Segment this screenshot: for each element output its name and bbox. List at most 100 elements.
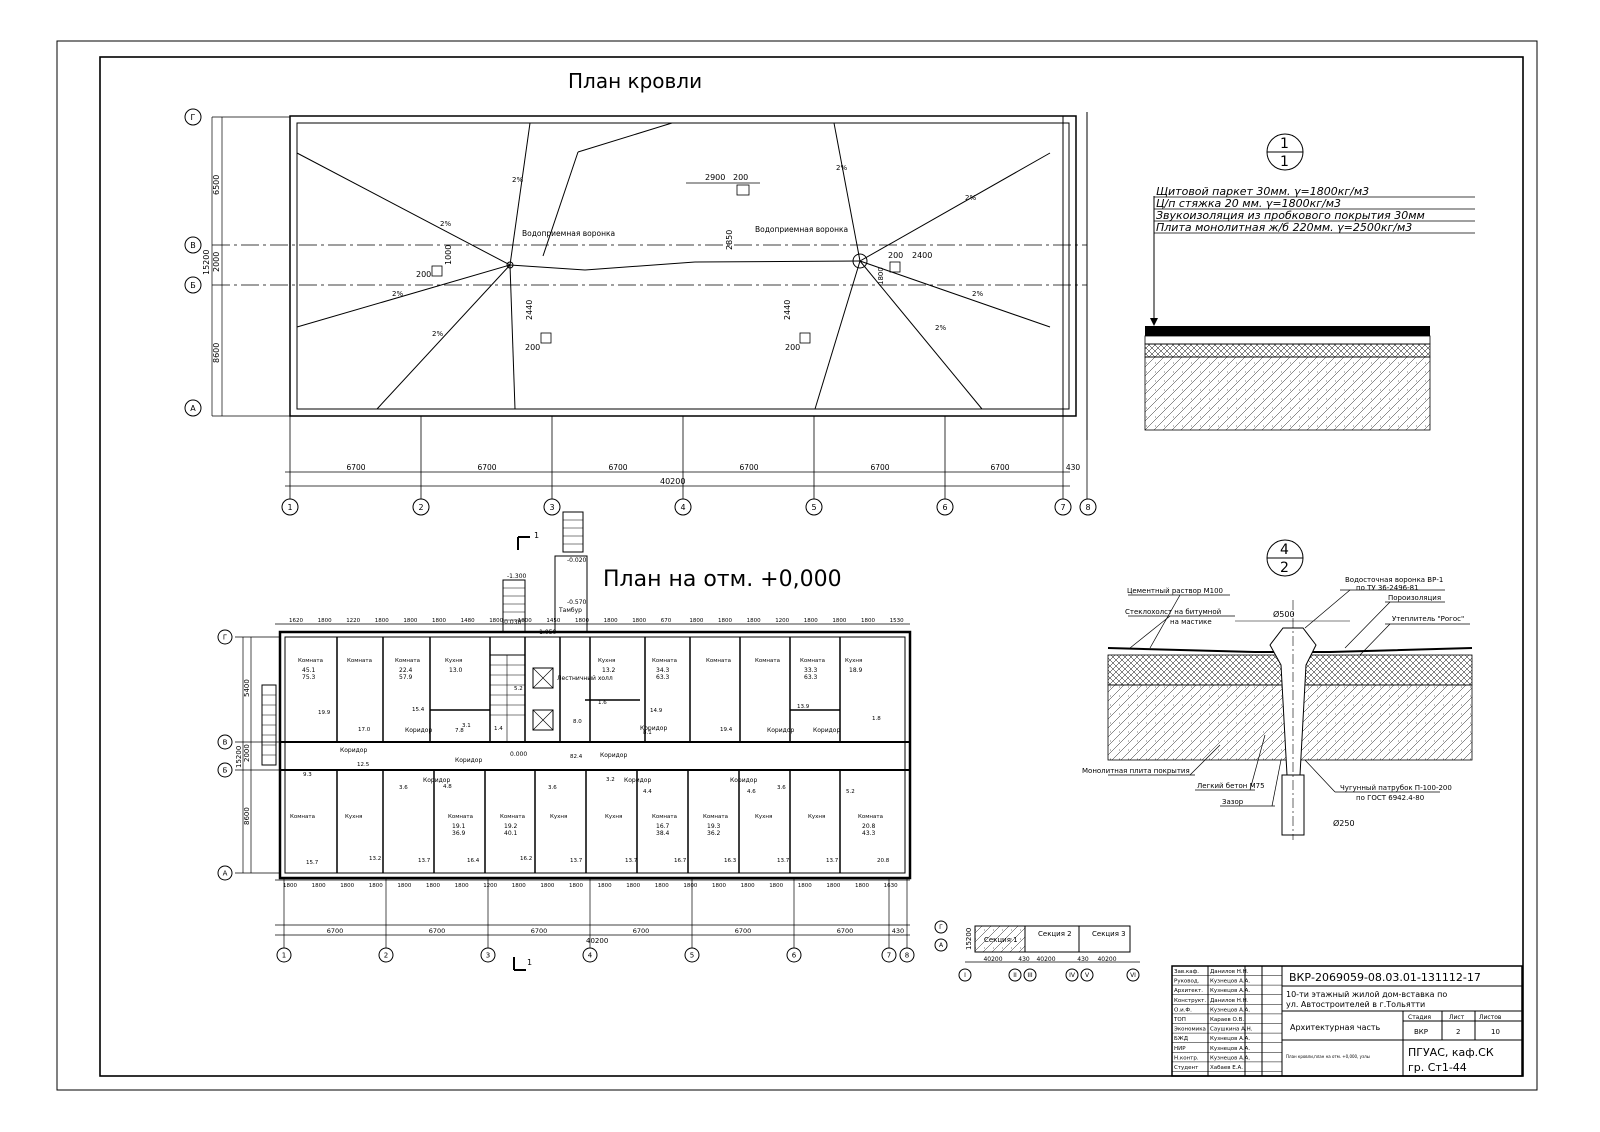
room-area: 34.3 <box>656 667 670 674</box>
svg-text:Коридор: Коридор <box>813 727 840 734</box>
svg-text:6500: 6500 <box>212 175 221 195</box>
svg-text:Коридор: Коридор <box>624 777 651 784</box>
floor-top-dim-15: 1800 <box>689 618 703 624</box>
room-name: Комната <box>800 658 825 664</box>
room-rooms-top-2: Комната <box>347 658 372 664</box>
area-value-24: 13.7 <box>570 858 583 864</box>
floor-col-axis-6: 6 <box>786 947 802 963</box>
roof-small-dims: 2900 200 2850 1000 200 2440 200 2440 200… <box>416 173 932 352</box>
svg-text:1: 1 <box>1280 154 1289 170</box>
room-name: Комната <box>703 814 728 820</box>
floor-bottom-dim-19: 1800 <box>798 883 812 889</box>
floor-row-axis-2: В <box>217 734 233 750</box>
area-value-29: 13.7 <box>826 858 839 864</box>
room-name: Комната <box>652 814 677 820</box>
level-marks: -1.300 -0.020 -0.030 -1.050 -0.570 0.000 <box>502 557 587 758</box>
room-total-area: 75.3 <box>302 674 316 681</box>
room-area: 19.1 <box>452 823 466 830</box>
role-person-9: Кузнецов А.А. <box>1210 1046 1250 1052</box>
key-dim-1: 40200 <box>983 956 1002 963</box>
slope-labels: 2% 2% 2% 2% 2% 2% 2% 2% <box>392 164 983 338</box>
svg-text:Стеклохолст на битумной: Стеклохолст на битумной <box>1125 608 1221 616</box>
section-cut-bottom: 1 <box>527 958 532 967</box>
svg-text:Лестничный холл: Лестничный холл <box>557 675 613 682</box>
roof-col-axis-4-label: 4 <box>680 503 685 512</box>
svg-text:1000: 1000 <box>444 245 453 265</box>
key-col-axis-5: V <box>1080 968 1094 982</box>
area-value-7: 8.0 <box>573 719 582 725</box>
room-total-area: 63.3 <box>804 674 818 681</box>
floor-bottom-dim-14: 1800 <box>655 883 669 889</box>
roof-row-axis-1-label: Г <box>191 113 196 122</box>
floor-row-axis-2-label: В <box>223 739 228 747</box>
svg-text:Монолитная плита покрытия: Монолитная плита покрытия <box>1082 767 1190 775</box>
key-col-axis-6: VI <box>1126 968 1140 982</box>
key-plan: Секция 1 Секция 2 Секция 3 15200 ГА 4020… <box>934 920 1140 982</box>
floor-col-axis-1: 1 <box>276 947 292 963</box>
svg-text:Коридор: Коридор <box>767 727 794 734</box>
tambour <box>554 555 588 633</box>
area-value-20: 13.2 <box>369 856 381 862</box>
room-total-area: 40.1 <box>504 830 518 837</box>
area-value-28: 13.7 <box>777 858 790 864</box>
funnel-label-right: Водоприемная воронка <box>755 225 848 234</box>
area-value-8: 14.9 <box>650 708 663 714</box>
svg-text:Стадия: Стадия <box>1408 1014 1431 1021</box>
floor-top-dim-22: 1530 <box>890 618 904 624</box>
detail-funnel-body <box>1269 627 1317 776</box>
svg-text:Лист: Лист <box>1449 1014 1465 1021</box>
org-line-2: гр. Ст1-44 <box>1408 1061 1467 1074</box>
floor-top-dim-1: 1620 <box>289 618 303 624</box>
svg-text:2%: 2% <box>512 176 523 184</box>
svg-text:2%: 2% <box>440 220 451 228</box>
floor-span-1: 6700 <box>327 927 344 935</box>
area-value-33: 3.2 <box>606 777 615 783</box>
area-value-14: 9.3 <box>303 772 312 778</box>
elevator-1 <box>532 667 554 689</box>
key-dim-2: 430 <box>1018 956 1030 963</box>
room-area: 33.3 <box>804 667 818 674</box>
floor-bottom-dim-6: 1800 <box>426 883 440 889</box>
svg-text:2400: 2400 <box>912 251 932 260</box>
floor-bottom-dim-12: 1800 <box>598 883 612 889</box>
roof-row-axis-1: Г <box>184 108 202 126</box>
svg-text:Коридор: Коридор <box>600 752 627 759</box>
svg-text:Водосточная воронка ВР-1: Водосточная воронка ВР-1 <box>1345 576 1443 584</box>
role-person-5: Кузнецов А.А. <box>1210 1007 1250 1013</box>
roof-col-axis-1: 1 <box>281 498 299 516</box>
area-value-3: 15.4 <box>412 707 425 713</box>
area-value-16: 4.4 <box>643 789 652 795</box>
role-title-7: Экономика <box>1174 1027 1206 1033</box>
corridor-labels: Коридор Коридор Коридор Коридор Коридор … <box>340 725 840 784</box>
svg-text:15200: 15200 <box>235 746 243 768</box>
part-name: Архитектурная часть <box>1290 1023 1381 1032</box>
room-name: Кухня <box>550 814 567 820</box>
floor-span-2: 6700 <box>429 927 446 935</box>
floor-bottom-dim-16: 1800 <box>712 883 726 889</box>
area-value-6: 5.2 <box>514 686 523 692</box>
room-name: Комната <box>347 658 372 664</box>
role-title-8: БЖД <box>1174 1036 1189 1042</box>
room-rooms-top-9: Комната 33.363.3 <box>800 658 825 681</box>
svg-text:по ГОСТ 6942.4-80: по ГОСТ 6942.4-80 <box>1356 794 1424 802</box>
area-value-2: 17.0 <box>358 727 371 733</box>
area-value-32: 3.1 <box>462 723 471 729</box>
svg-text:2000: 2000 <box>212 252 221 272</box>
area-value-17: 4.6 <box>747 789 756 795</box>
svg-text:1: 1 <box>1280 136 1289 152</box>
key-col-axis-1: I <box>958 968 972 982</box>
svg-text:5400: 5400 <box>243 679 251 697</box>
room-area: 18.9 <box>849 667 863 674</box>
key-col-axis-3: III <box>1023 968 1037 982</box>
floor-top-dim-3: 1220 <box>346 618 360 624</box>
floor-top-dim-9: 1800 <box>518 618 532 624</box>
floor-top-dim-7: 1480 <box>461 618 475 624</box>
floor-top-dim-20: 1800 <box>832 618 846 624</box>
floor-top-dim-6: 1800 <box>432 618 446 624</box>
floor-top-dim-4: 1800 <box>375 618 389 624</box>
